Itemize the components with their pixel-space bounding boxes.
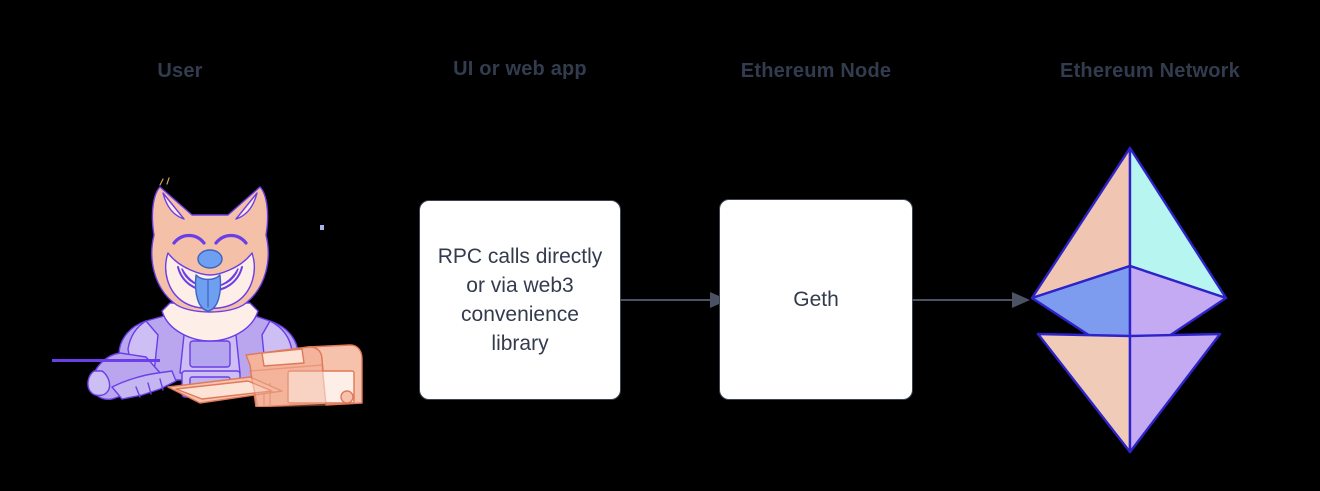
ethereum-logo [1024,140,1239,460]
ethereum-logo-svg [1030,146,1228,454]
process-box-geth[interactable]: Geth [719,199,913,400]
doge-illustration-svg [87,177,363,408]
column-header-user: User [157,60,203,82]
process-box-geth-label: Geth [793,288,839,311]
process-box-rpc-label: RPC calls directly or via web3 convenien… [437,245,603,355]
connector-arrow-geth-to-network [912,292,1030,308]
process-box-rpc-calls[interactable]: RPC calls directly or via web3 convenien… [419,200,621,400]
column-header-ethereum-node: Ethereum Node [740,60,892,82]
desk-edge-line [52,359,160,362]
column-header-ethereum-network: Ethereum Network [1060,60,1240,82]
stray-dot-artifact [320,225,324,230]
column-header-ui-or-web-app: UI or web app [453,58,587,80]
connector-arrow-rpc-to-geth [620,292,728,308]
doge-at-computer-illustration [50,175,370,408]
